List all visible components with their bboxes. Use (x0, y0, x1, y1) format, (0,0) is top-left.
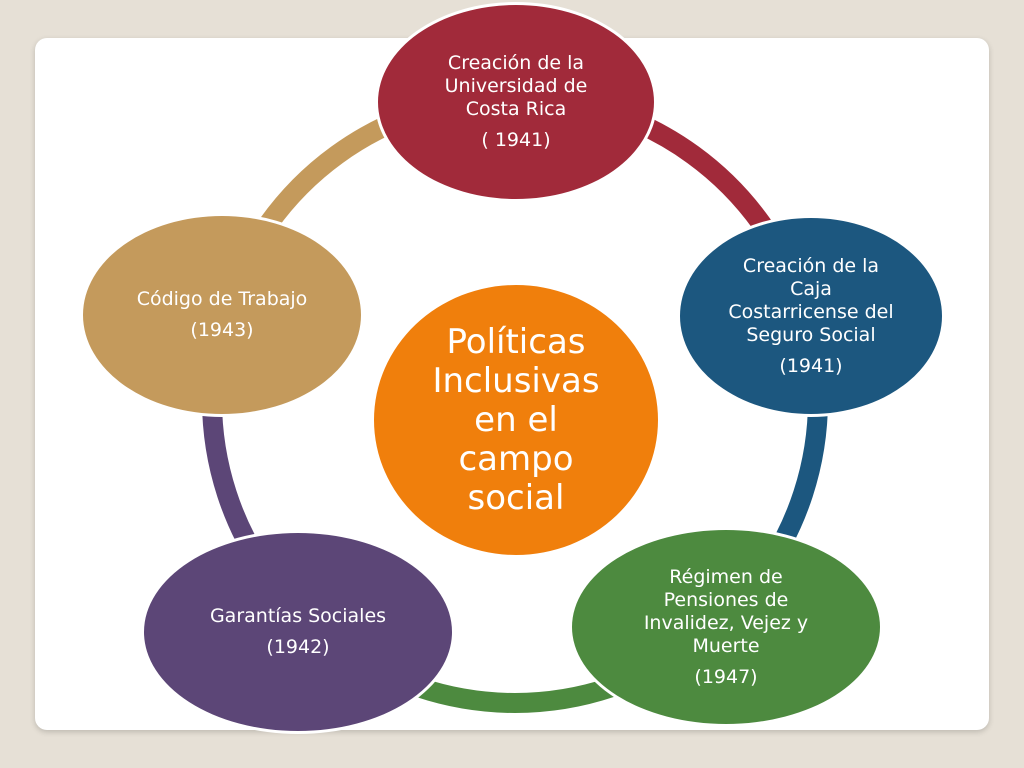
node-caja-year: (1941) (779, 354, 843, 377)
node-caja: Creación de la Caja Costarricense del Se… (677, 215, 945, 417)
node-pensiones: Régimen de Pensiones de Invalidez, Vejez… (569, 527, 883, 727)
node-garantias-label: Garantías Sociales (209, 605, 387, 627)
node-codigo-label: Código de Trabajo (136, 288, 308, 310)
node-pensiones-label: Régimen de Pensiones de Invalidez, Vejez… (643, 565, 809, 657)
center-circle: Políticas Inclusivas en el campo social (371, 282, 661, 558)
node-garantias: Garantías Sociales (1942) (141, 530, 455, 734)
node-caja-label: Creación de la Caja Costarricense del Se… (728, 254, 894, 346)
node-universidad-year: ( 1941) (481, 129, 551, 151)
node-pensiones-year: (1947) (694, 665, 758, 688)
node-universidad-label: Creación de la Universidad de Costa Rica (444, 52, 588, 120)
node-codigo: Código de Trabajo (1943) (80, 213, 364, 417)
node-universidad: Creación de la Universidad de Costa Rica… (375, 2, 657, 202)
node-garantias-year: (1942) (266, 636, 330, 658)
node-codigo-year: (1943) (190, 319, 254, 341)
